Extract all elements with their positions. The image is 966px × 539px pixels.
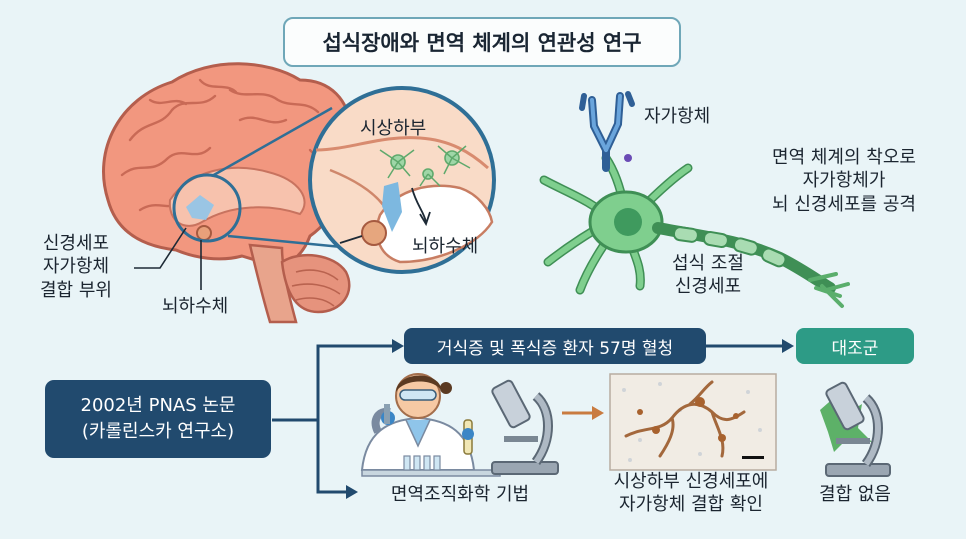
antibody-icon	[579, 91, 635, 172]
page-title: 섭식장애와 면역 체계의 연관성 연구	[283, 17, 681, 67]
mechanism-text: 면역 체계의 착오로 자가항체가 뇌 신경세포를 공격	[772, 147, 916, 215]
method-label: 면역조직화학 기법	[390, 484, 530, 505]
microscope-icon	[491, 379, 559, 475]
neuron-illustration	[539, 153, 850, 308]
neuron-cell-label: 섭식 조절 신경세포	[672, 253, 744, 298]
brain-callouts	[134, 227, 202, 290]
scientist-illustration	[360, 373, 501, 477]
result-label: 시상하부 신경세포에 자가항체 결합 확인	[613, 471, 769, 516]
hypothalamus-label: 시상하부	[360, 118, 427, 139]
flow-arrows	[272, 344, 782, 494]
autoantibody-label: 자가항체	[644, 106, 711, 127]
control-result-label: 결합 없음	[819, 484, 891, 505]
source-box: 2002년 PNAS 논문 (카롤린스카 연구소)	[45, 380, 271, 458]
result-arrow	[562, 406, 604, 420]
brain-illustration	[102, 62, 353, 324]
control-box: 대조군	[796, 328, 914, 364]
pituitary-zoom-label: 뇌하수체	[412, 236, 479, 257]
zoom-circle	[308, 86, 496, 274]
control-microscope-icon	[820, 381, 891, 477]
pituitary-label: 뇌하수체	[162, 296, 229, 317]
patients-box: 거식증 및 폭식증 환자 57명 혈청	[404, 328, 706, 364]
micrograph-image	[609, 373, 777, 471]
binding-site-label: 신경세포 자가항체 결합 부위	[40, 233, 112, 301]
